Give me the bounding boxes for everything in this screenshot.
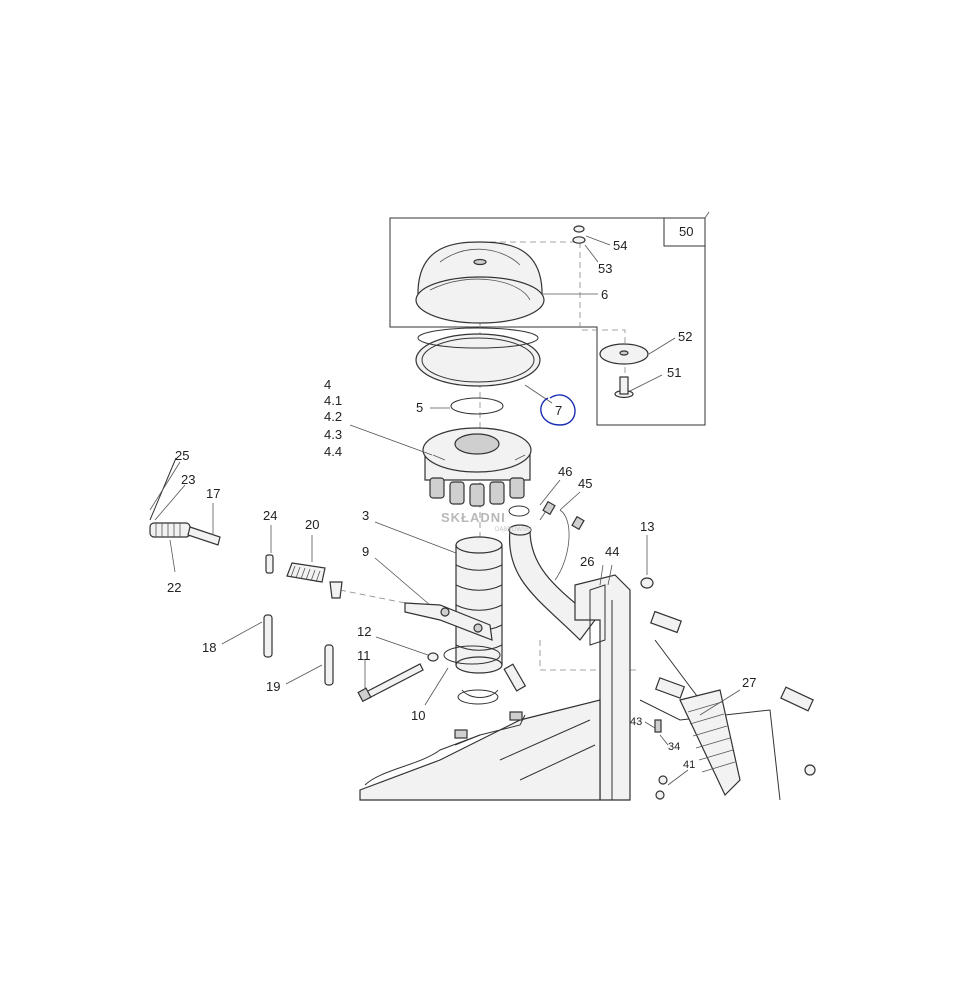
label-50: 50	[679, 224, 693, 239]
label-53: 53	[598, 261, 612, 276]
label-10: 10	[411, 708, 425, 723]
label-43: 43	[630, 716, 642, 728]
clamp-10	[443, 645, 501, 705]
pin-24	[265, 554, 274, 574]
label-6: 6	[601, 287, 608, 302]
detail-box-50	[389, 217, 706, 426]
label-51: 51	[667, 365, 681, 380]
bellows-tube-3	[455, 536, 503, 674]
label-13: 13	[640, 519, 654, 534]
label-9: 9	[362, 544, 369, 559]
label-19: 19	[266, 679, 280, 694]
label-4-4: 4.4	[324, 444, 342, 459]
label-41: 41	[683, 759, 695, 771]
label-25: 25	[175, 448, 189, 463]
label-5: 5	[416, 400, 423, 415]
watermark-sub: DĄBROWSKI	[495, 527, 532, 533]
label-12: 12	[357, 624, 371, 639]
annotation-circle	[540, 394, 576, 426]
label-18: 18	[202, 640, 216, 655]
small-ring-5	[450, 397, 504, 415]
label-44: 44	[605, 544, 619, 559]
label-20: 20	[305, 517, 319, 532]
label-26: 26	[580, 554, 594, 569]
label-4: 4	[324, 377, 331, 392]
label-4-2: 4.2	[324, 409, 342, 424]
label-11: 11	[357, 648, 371, 663]
label-34: 34	[668, 741, 680, 753]
label-3: 3	[362, 508, 369, 523]
clip-right	[329, 581, 343, 599]
bolts-right	[640, 577, 816, 800]
disc-52	[599, 343, 649, 365]
grille-panel-27	[679, 689, 741, 797]
label-52: 52	[678, 329, 692, 344]
label-7: 7	[555, 403, 562, 418]
label-22: 22	[167, 580, 181, 595]
frame-column	[574, 574, 631, 801]
label-17: 17	[206, 486, 220, 501]
label-45: 45	[578, 476, 592, 491]
watermark-brand: SKŁADNI	[441, 510, 506, 525]
washer-12	[427, 652, 439, 662]
rotor-hub-4	[422, 427, 532, 507]
spring-22	[149, 522, 221, 546]
curved-pipe	[508, 500, 596, 641]
label-4-3: 4.3	[324, 427, 342, 442]
box-label-50	[663, 217, 706, 247]
leader-lines	[149, 235, 741, 786]
washer-53-54	[572, 225, 586, 244]
large-ring-7	[415, 327, 541, 387]
misc-fittings	[454, 663, 527, 739]
bracket-9	[404, 602, 493, 641]
label-46: 46	[558, 464, 572, 479]
bolt-11	[357, 663, 424, 703]
pin-18	[263, 614, 273, 658]
pin-19	[324, 644, 334, 686]
label-23: 23	[181, 472, 195, 487]
spring-plate-20	[286, 562, 326, 583]
label-27: 27	[742, 675, 756, 690]
screw-51	[614, 376, 634, 399]
label-24: 24	[263, 508, 277, 523]
label-54: 54	[613, 238, 627, 253]
dome-cover	[415, 241, 545, 324]
label-4-1: 4.1	[324, 393, 342, 408]
